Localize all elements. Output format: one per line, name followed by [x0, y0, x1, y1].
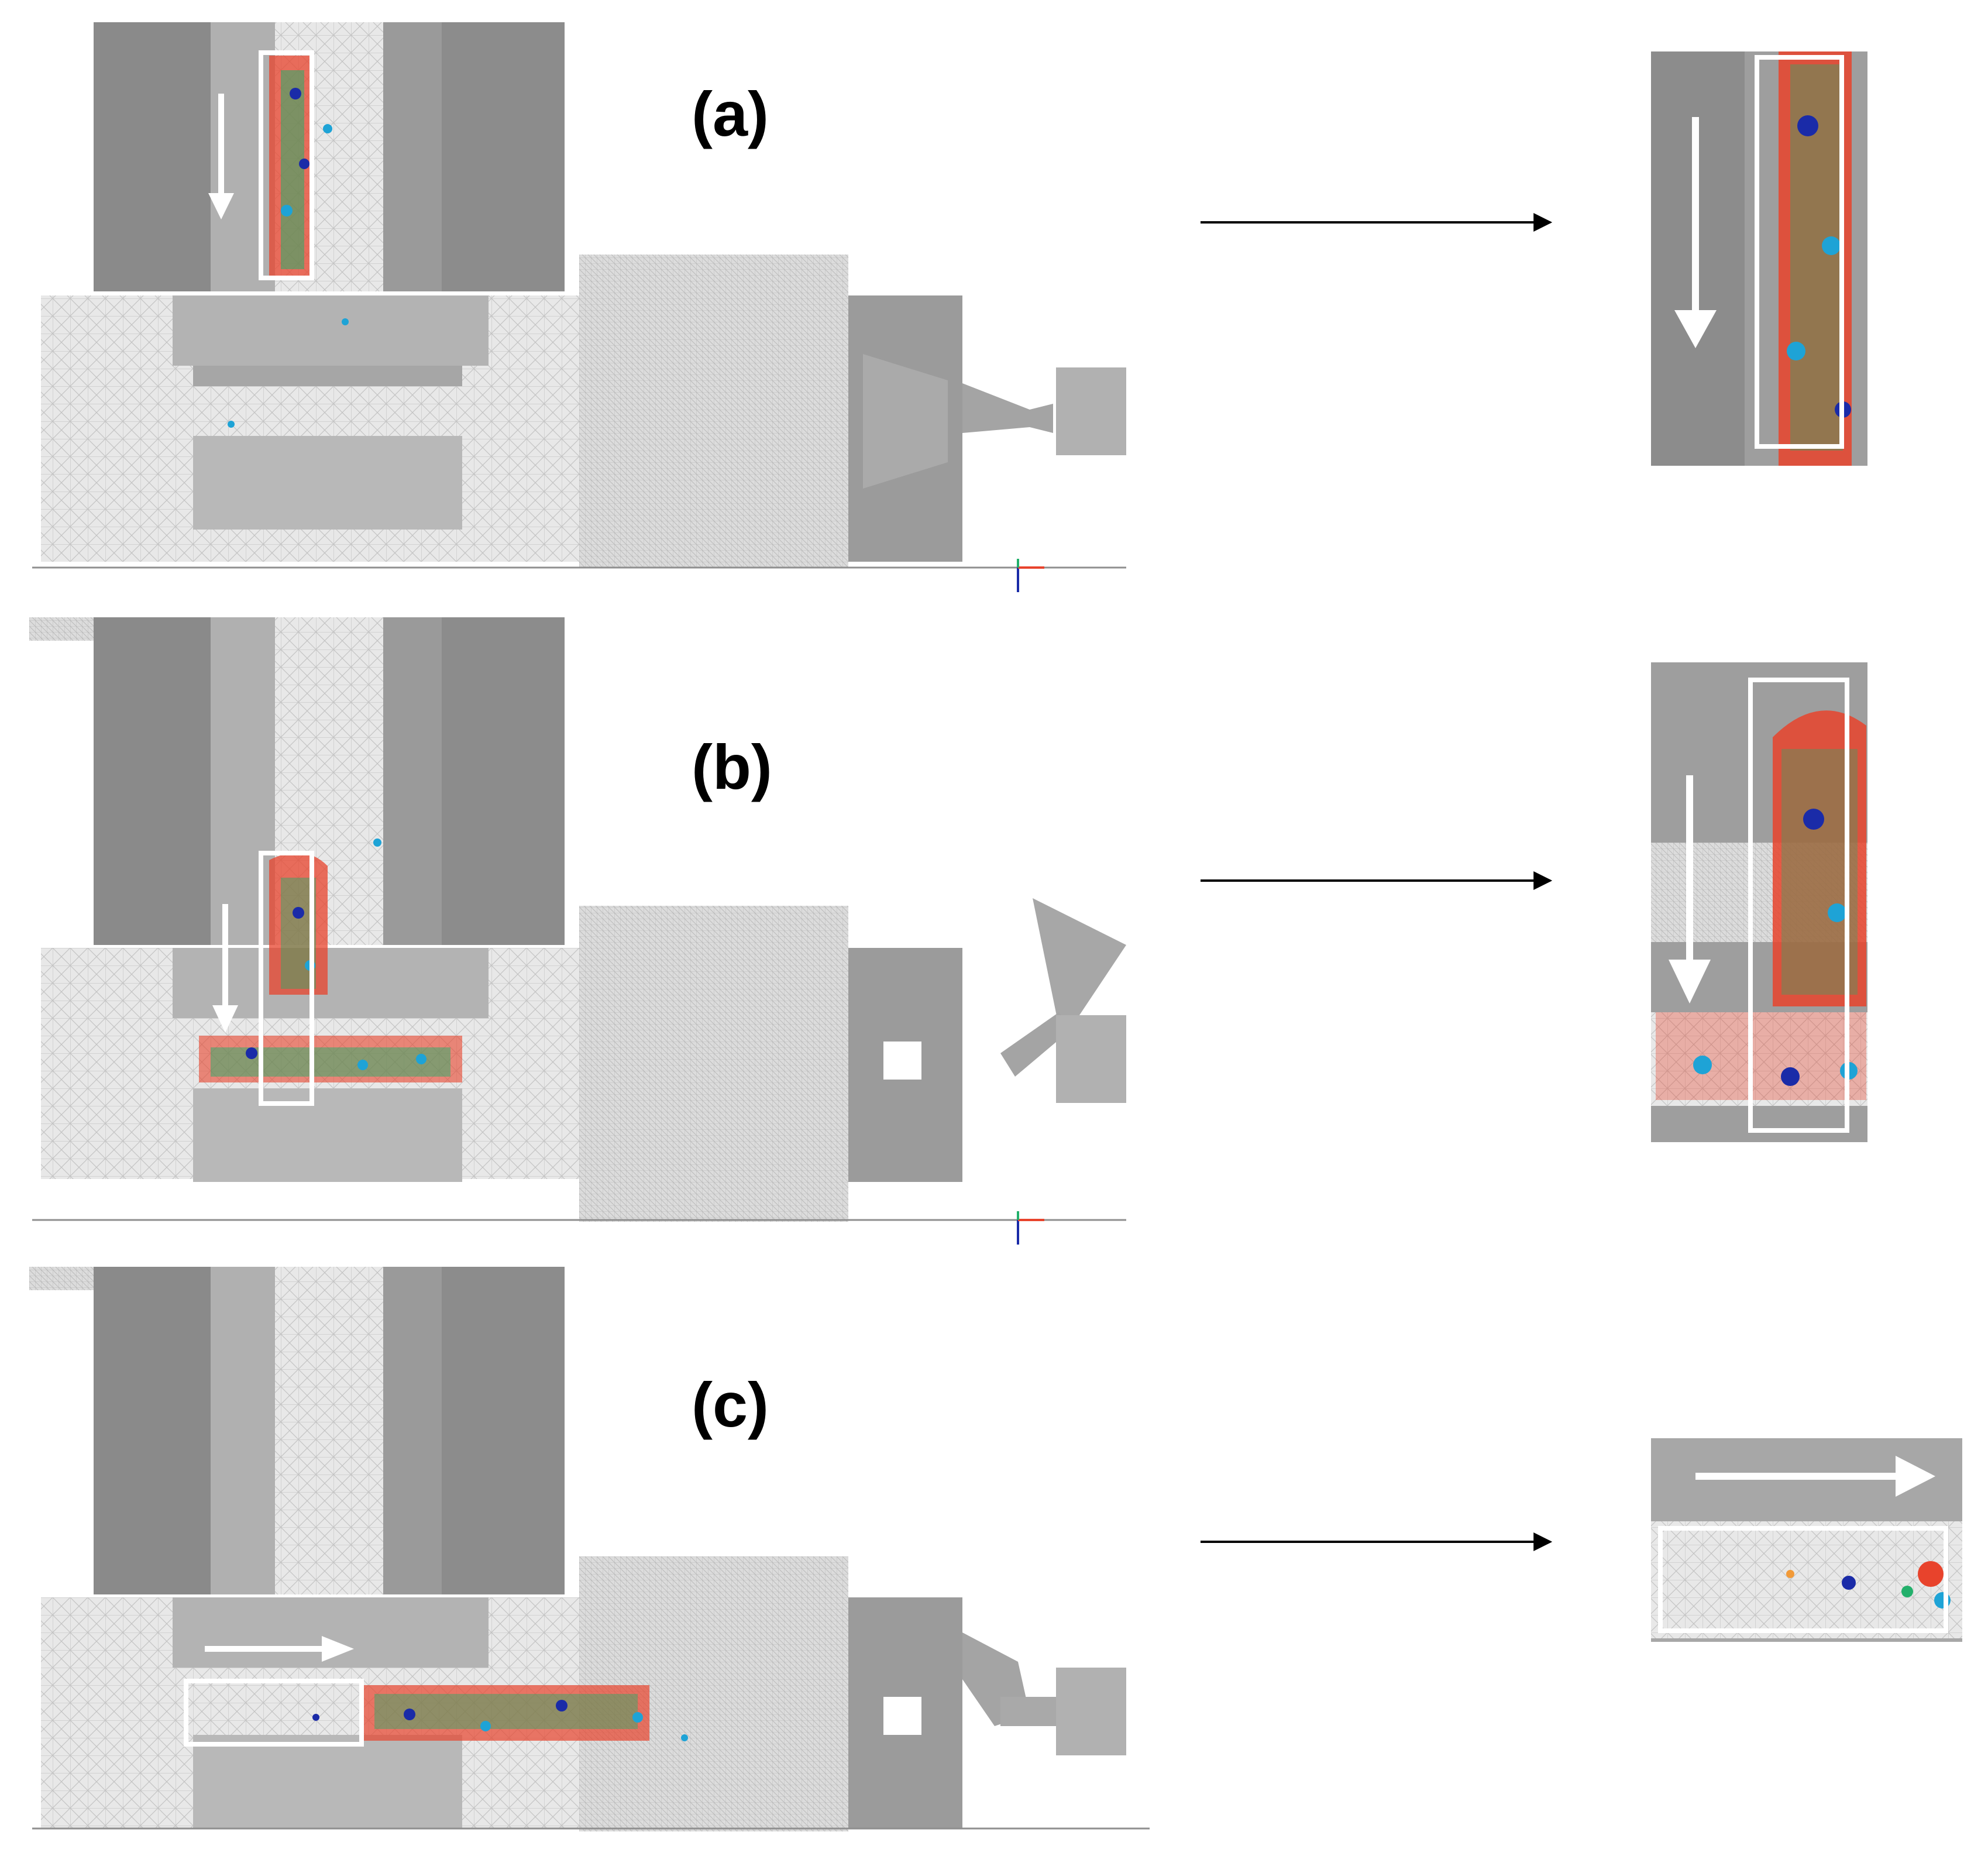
right-arrow-icon — [205, 1636, 354, 1662]
particle-cloud — [312, 1685, 688, 1741]
panel-a-label: (a) — [692, 78, 769, 149]
mold-cross-section — [32, 22, 1126, 569]
panel-a: (a) — [32, 22, 1867, 592]
zoom-detail-b — [1651, 662, 1867, 1142]
down-arrow-icon — [1669, 775, 1711, 1003]
axis-triad-icon — [1017, 1211, 1044, 1245]
down-arrow-icon — [208, 94, 234, 219]
particle-cloud — [228, 56, 349, 428]
detail-box — [184, 1679, 364, 1747]
panel-b-label: (b) — [692, 731, 772, 802]
detail-box — [259, 50, 314, 280]
panel-c: (c) — [29, 1267, 1962, 1831]
mold-cross-section — [29, 617, 1126, 1222]
right-arrow-icon — [1695, 1456, 1935, 1497]
panel-c-label: (c) — [692, 1369, 769, 1440]
down-arrow-icon — [1674, 117, 1717, 348]
mold-cross-section — [29, 1267, 1150, 1831]
detail-box — [259, 851, 314, 1106]
axis-triad-icon — [1017, 559, 1044, 592]
down-arrow-icon — [212, 904, 238, 1033]
zoom-detail-a — [1651, 51, 1867, 466]
panel-b: (b) — [29, 617, 1867, 1245]
zoom-detail-c — [1651, 1438, 1962, 1642]
